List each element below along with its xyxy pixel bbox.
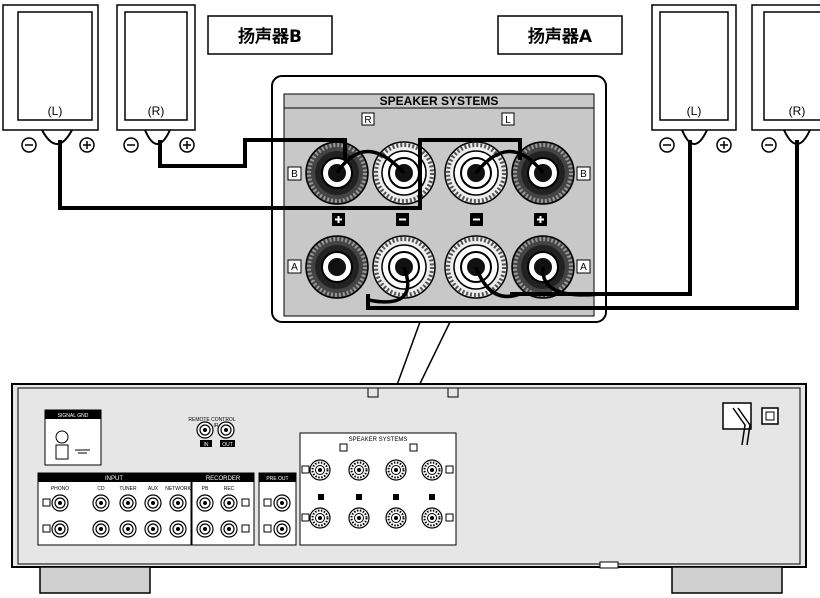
speaker-a-title: 扬声器A (497, 15, 623, 55)
svg-text:扬声器A: 扬声器A (528, 26, 593, 47)
a-row-label-right: A (580, 262, 587, 273)
power-cord-icon (722, 402, 779, 446)
speaker-a-left: (L) (651, 4, 737, 153)
recorder-label: RECORDER (206, 476, 241, 482)
speaker-systems-zoom-panel: SPEAKER SYSTEMS R L B B A A (271, 75, 607, 323)
speaker-b-right: (R) (116, 4, 196, 153)
svg-text:扬声器B: 扬声器B (238, 26, 302, 47)
input-network-label: NETWORK (165, 486, 191, 492)
plus-icon (534, 213, 547, 226)
minus-icon (396, 213, 409, 226)
speaker-a-right: (R) (751, 4, 820, 153)
l-channel-label: L (505, 115, 511, 126)
input-label: INPUT (105, 476, 123, 482)
speaker-b-title: 扬声器B (207, 15, 333, 55)
signal-gnd-label: SIGNAL GND (58, 413, 89, 419)
amplifier-rear-panel: SIGNAL GND REMOTE CONTROL IR IN OUT INPU… (11, 383, 807, 594)
pre-out-label: PRE OUT (266, 476, 288, 482)
minus-icon (470, 213, 483, 226)
zoom-panel-title: SPEAKER SYSTEMS (380, 94, 499, 108)
a-row-label-left: A (291, 262, 298, 273)
terminal-a-r-plus (304, 234, 370, 300)
b-row-label-right: B (580, 169, 587, 180)
speaker-b-right-label: (R) (148, 104, 165, 118)
recorder-rec-label: REC (224, 486, 235, 492)
r-channel-label: R (364, 115, 371, 126)
remote-control-label: REMOTE CONTROL (188, 417, 235, 423)
speaker-b-left: (L) (2, 4, 99, 153)
speaker-b-left-label: (L) (48, 104, 63, 118)
ground-screw-icon (55, 430, 69, 444)
input-tuner-label: TUNER (119, 486, 137, 492)
speaker-a-right-label: (R) (789, 104, 806, 118)
input-aux-label: AUX (148, 486, 159, 492)
rear-speaker-systems-label: SPEAKER SYSTEMS (349, 437, 408, 443)
plus-icon (332, 213, 345, 226)
b-row-label-left: B (291, 169, 298, 180)
remote-out-label: OUT (222, 442, 233, 448)
ir-label: IR (214, 423, 219, 429)
recorder-pb-label: PB (202, 486, 209, 492)
input-cd-label: CD (97, 486, 105, 492)
speaker-a-left-label: (L) (687, 104, 702, 118)
remote-in-label: IN (204, 442, 209, 448)
wire-loops (335, 149, 601, 304)
input-phono-label: PHONO (51, 486, 69, 492)
